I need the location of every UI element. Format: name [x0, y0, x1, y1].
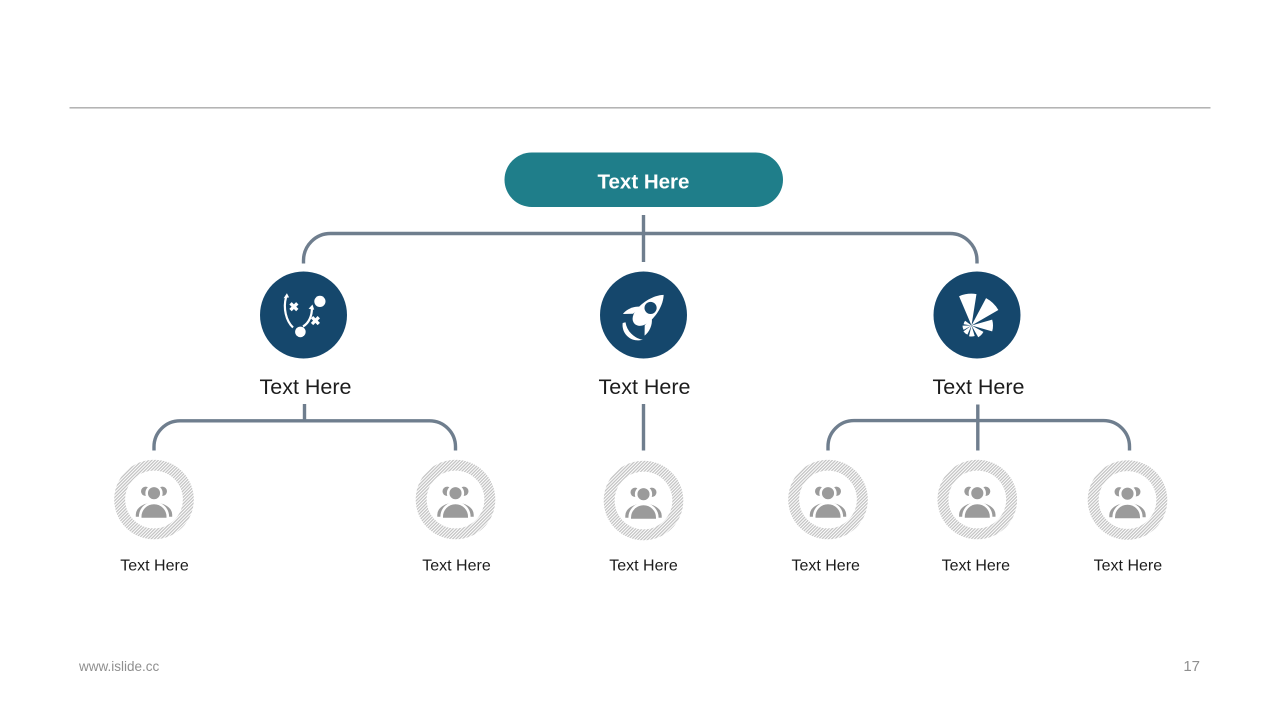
svg-text:Text Here: Text Here — [791, 558, 860, 575]
svg-text:Text Here: Text Here — [598, 375, 690, 399]
svg-text:Text Here: Text Here — [942, 558, 1011, 575]
svg-text:Text Here: Text Here — [120, 558, 189, 575]
svg-text:Text Here: Text Here — [259, 375, 351, 399]
svg-text:Text Here: Text Here — [598, 171, 690, 194]
svg-text:www.islide.cc: www.islide.cc — [78, 659, 160, 674]
svg-text:Text Here: Text Here — [422, 558, 491, 575]
svg-text:Text Here: Text Here — [932, 375, 1024, 399]
svg-text:17: 17 — [1183, 658, 1200, 675]
svg-text:Text Here: Text Here — [1094, 558, 1163, 575]
svg-text:Text Here: Text Here — [609, 558, 678, 575]
